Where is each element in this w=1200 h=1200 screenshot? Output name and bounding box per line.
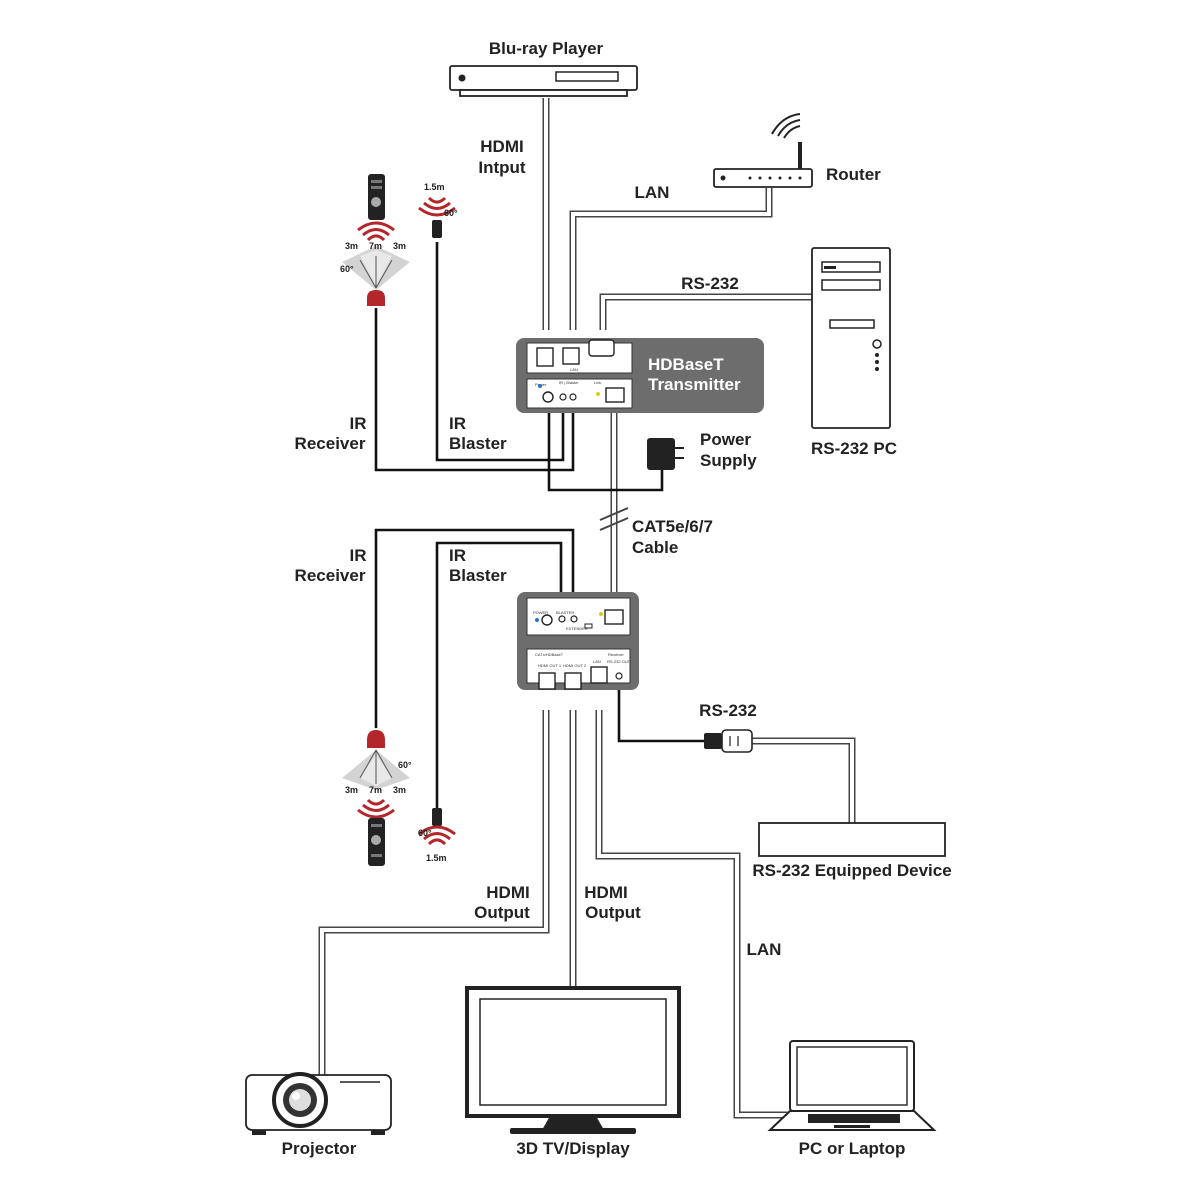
svg-text:LAN: LAN [593, 659, 601, 664]
power-supply-label-2: Supply [700, 451, 757, 470]
bluray-player [449, 65, 638, 97]
rs232-bottom-cable [750, 737, 856, 823]
tv-label: 3D TV/Display [516, 1139, 630, 1158]
svg-text:IR | Blaster: IR | Blaster [559, 380, 579, 385]
rs232-connector-bottom [704, 729, 753, 753]
rs232-device-label: RS-232 Equipped Device [752, 861, 951, 880]
hdmi-output-1-label-1: HDMI [486, 883, 529, 902]
router-label: Router [826, 165, 881, 184]
svg-text:CATx/HDBaseT: CATx/HDBaseT [535, 652, 564, 657]
ir-receiver-bottom-wire [374, 528, 575, 728]
hdmi-output-2-label-2: Output [585, 903, 641, 922]
svg-text:LAN: LAN [570, 367, 578, 372]
svg-text:BLASTER: BLASTER [556, 610, 574, 615]
transmitter-label-1: HDBaseT [648, 355, 724, 374]
hdmi-input-label-1: HDMI [480, 137, 523, 156]
ir-receiver-top-wire [374, 308, 575, 472]
range-center-bottom: 7m [369, 785, 382, 795]
ir-blaster-top [417, 196, 457, 238]
transmitter-label-2: Transmitter [648, 375, 741, 394]
ir-receiver-range-top [342, 246, 410, 290]
lan-bottom-label: LAN [747, 940, 782, 959]
bluray-label: Blu-ray Player [489, 39, 604, 58]
blaster-range-top: 1.5m [424, 182, 445, 192]
rs232-top-cable [599, 293, 812, 330]
svg-text:Receiver: Receiver [608, 652, 624, 657]
hdmi-input-label-2: Intput [478, 158, 526, 177]
svg-text:HDMI OUT 2: HDMI OUT 2 [563, 663, 587, 668]
svg-text:HDMI OUT 1: HDMI OUT 1 [538, 663, 562, 668]
ir-blaster-top-label-2: Blaster [449, 434, 507, 453]
ir-blaster-top-wire [435, 242, 565, 462]
hdmi-output-2-label-1: HDMI [584, 883, 627, 902]
ir-receiver-bottom-label-2: Receiver [295, 566, 366, 585]
rs232-pc-tower [811, 247, 891, 429]
power-wire [547, 398, 664, 492]
ir-receiver-range-bottom [342, 749, 410, 790]
ir-receiver-top-label-2: Receiver [295, 434, 366, 453]
laptop [767, 1040, 937, 1131]
svg-text:EXTENDER: EXTENDER [566, 626, 588, 631]
router [713, 113, 813, 188]
remote-control-top [356, 174, 396, 242]
range-side-right-top: 3m [393, 241, 406, 251]
blaster-range-bottom: 1.5m [426, 853, 447, 863]
ir-blaster-bottom-label-1: IR [449, 546, 466, 565]
cat-cable-label-1: CAT5e/6/7 [632, 517, 713, 536]
ir-blaster-top-label-1: IR [449, 414, 466, 433]
hdbaset-transmitter: Power IR | Blaster Link LAN [516, 338, 764, 413]
ir-receiver-bottom [367, 730, 385, 748]
rs232-equipped-device [758, 822, 946, 857]
projector [245, 1072, 392, 1135]
ir-receiver-bottom-label-1: IR [350, 546, 367, 565]
hdbaset-receiver: POWER BLASTER EXTENDER CATx/HDBaseT Rece… [517, 592, 639, 690]
ir-receiver-top-label-1: IR [350, 414, 367, 433]
range-side-right-bottom: 3m [393, 785, 406, 795]
svg-text:Link: Link [594, 380, 601, 385]
tv-display [465, 986, 681, 1134]
rs232-pc-label: RS-232 PC [811, 439, 897, 458]
angle-receiver-bottom: 60° [398, 760, 412, 770]
svg-text:POWER: POWER [533, 610, 548, 615]
range-side-left-top: 3m [345, 241, 358, 251]
ir-blaster-bottom-wire [435, 541, 563, 808]
power-supply-label-1: Power [700, 430, 751, 449]
angle-receiver-top: 60° [340, 264, 354, 274]
projector-label: Projector [282, 1139, 357, 1158]
remote-control-bottom [356, 798, 396, 866]
power-adapter [647, 438, 684, 470]
ir-blaster-bottom-label-2: Blaster [449, 566, 507, 585]
svg-text:RS-232 OUT: RS-232 OUT [607, 659, 631, 664]
cat-cable-label-2: Cable [632, 538, 678, 557]
lan-top-label: LAN [635, 183, 670, 202]
ir-receiver-top [367, 290, 385, 306]
hdmi-output-1-label-2: Output [474, 903, 530, 922]
laptop-label: PC or Laptop [799, 1139, 906, 1158]
blaster-angle-top: 60° [444, 208, 458, 218]
range-center-top: 7m [369, 241, 382, 251]
rs232-bottom-wire [617, 690, 704, 743]
blaster-angle-bottom: 60° [418, 828, 432, 838]
rs232-top-label: RS-232 [681, 274, 739, 293]
rs232-bottom-label: RS-232 [699, 701, 757, 720]
ir-blaster-bottom [417, 808, 457, 846]
range-side-left-bottom: 3m [345, 785, 358, 795]
